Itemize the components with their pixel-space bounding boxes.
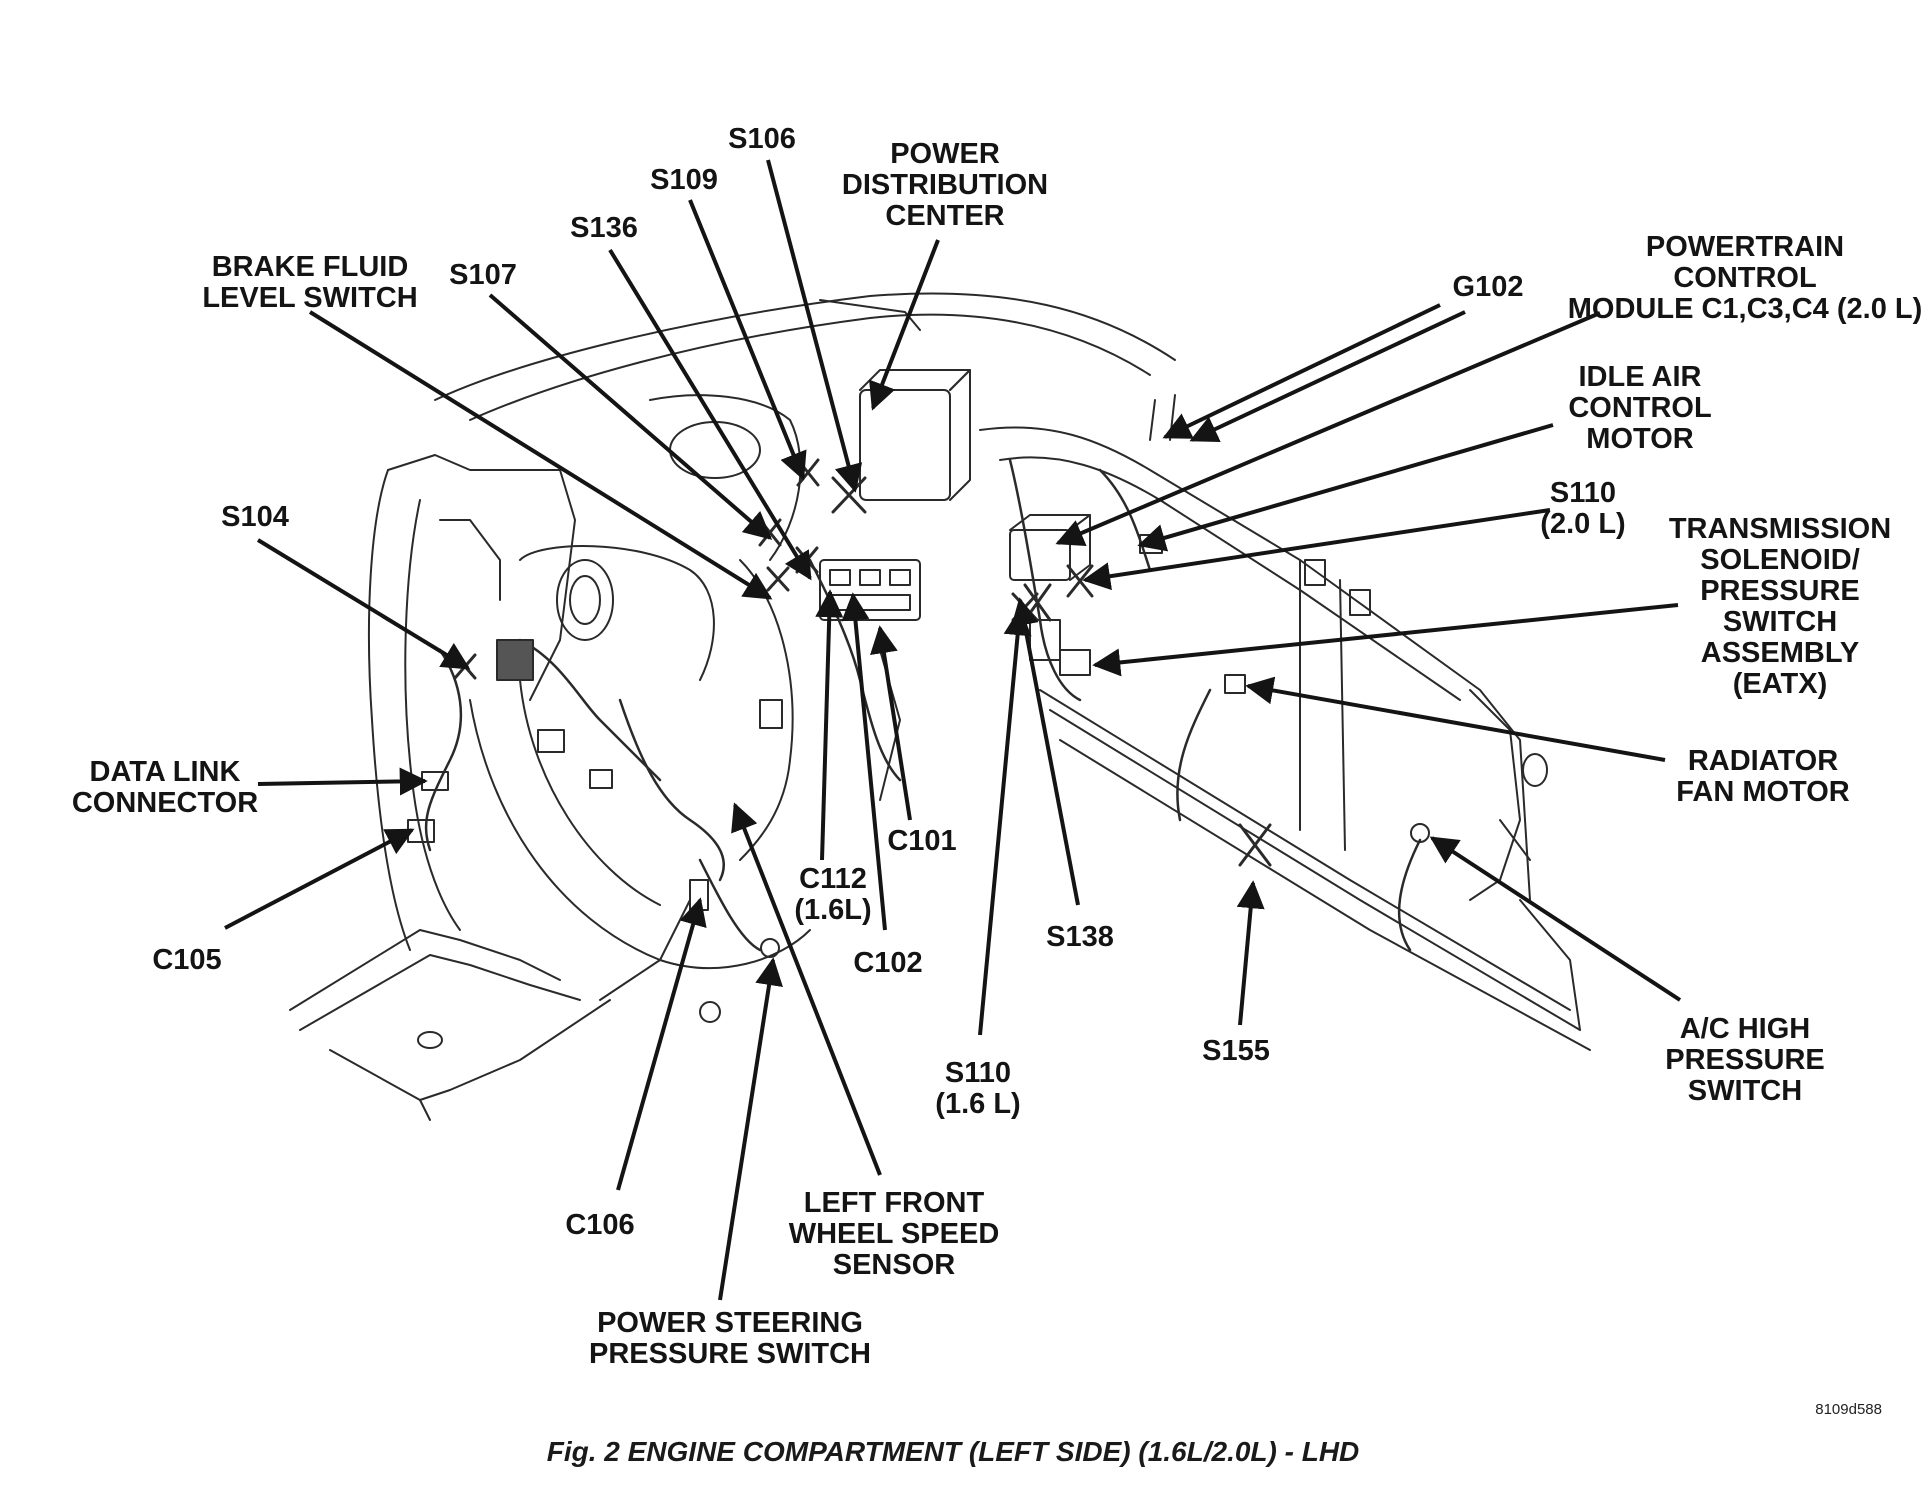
label-c105: C105 <box>152 944 222 976</box>
leader-s109 <box>688 199 807 481</box>
leader-brake-fluid-level-switch <box>308 310 773 600</box>
leader-c105 <box>224 828 415 930</box>
leader-s104 <box>256 538 471 670</box>
label-c112: C112(1.6L) <box>794 863 872 926</box>
label-s106: S106 <box>728 123 796 155</box>
engine-compartment-drawing <box>289 292 1591 1121</box>
label-s138: S138 <box>1046 921 1114 953</box>
leader-power-steering-pressure-switch <box>718 957 783 1301</box>
label-s155: S155 <box>1202 1035 1270 1067</box>
label-c106: C106 <box>565 1209 635 1241</box>
leader-c106 <box>616 897 707 1191</box>
label-s107: S107 <box>449 259 517 291</box>
leader-s110-20 <box>1082 508 1551 591</box>
leader-data-link-connector <box>257 767 428 796</box>
leader-s106 <box>766 159 863 493</box>
leader-ac-high-pressure-switch <box>1429 836 1682 1002</box>
leader-g102-a <box>1162 303 1441 439</box>
label-g102: G102 <box>1452 271 1524 303</box>
label-s136: S136 <box>570 212 638 244</box>
figure-caption: Fig. 2 ENGINE COMPARTMENT (LEFT SIDE) (1… <box>546 1436 1360 1467</box>
leader-c102 <box>841 592 887 931</box>
leader-s138 <box>1010 597 1080 906</box>
leader-c112 <box>815 589 844 861</box>
label-s104: S104 <box>221 501 289 533</box>
label-s109: S109 <box>650 164 718 196</box>
label-c102: C102 <box>853 947 923 979</box>
leader-transmission-solenoid <box>1092 603 1679 677</box>
leader-radiator-fan-motor <box>1245 676 1666 762</box>
leader-left-front-wheel-speed-sensor <box>731 802 882 1176</box>
leader-powertrain-control-module <box>1055 311 1601 547</box>
leader-lines <box>224 159 1682 1301</box>
figure-id: 8109d588 <box>1815 1401 1882 1418</box>
label-s110-2-0: S110(2.0 L) <box>1540 477 1626 540</box>
leader-g102-b <box>1189 310 1466 442</box>
label-c101: C101 <box>887 825 957 857</box>
leader-c101 <box>870 625 912 821</box>
leader-idle-air-control-motor <box>1137 423 1554 552</box>
leader-power-distribution-center <box>869 239 940 411</box>
label-s110-1-6: S110(1.6 L) <box>935 1057 1021 1120</box>
leader-s155 <box>1236 880 1265 1026</box>
leader-s107 <box>488 293 773 540</box>
leader-s136 <box>608 248 812 581</box>
leader-s110-16 <box>978 607 1032 1036</box>
